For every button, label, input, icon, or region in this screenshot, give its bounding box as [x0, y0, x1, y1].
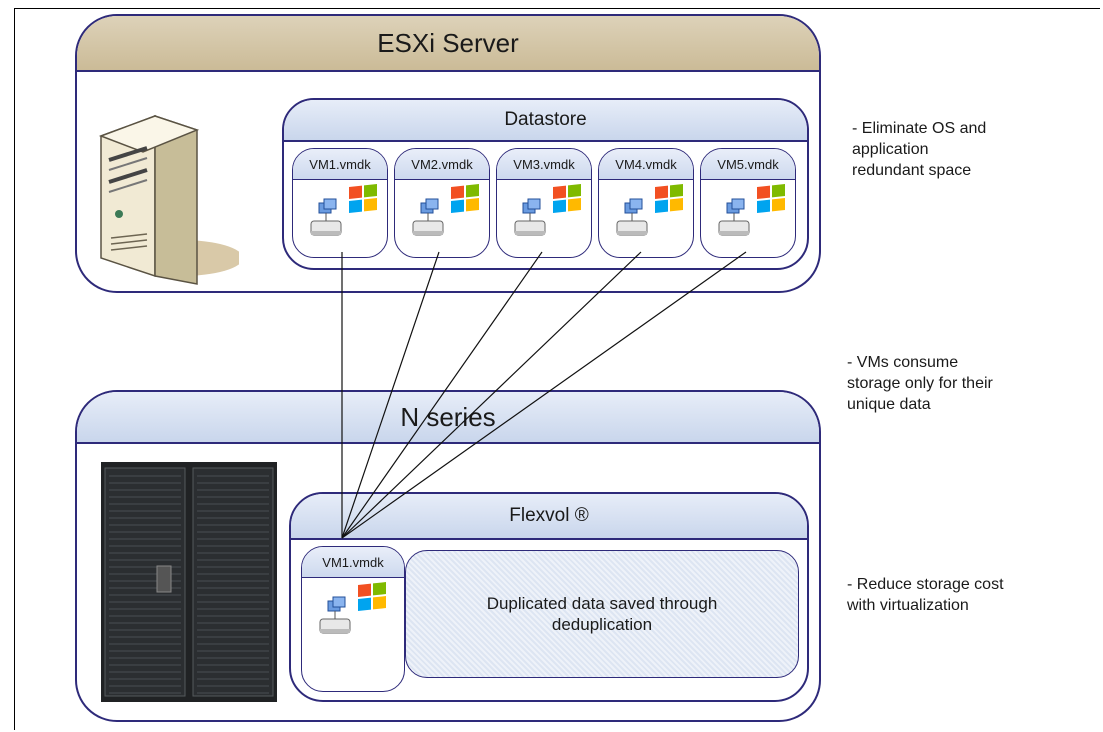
note1-line2: application — [852, 141, 929, 158]
flexvol-vm-label: VM1.vmdk — [302, 547, 404, 578]
datastore-header: Datastore — [284, 100, 807, 142]
dedup-text: Duplicated data saved through deduplicat… — [486, 594, 718, 634]
note2-line1: - VMs consume — [847, 354, 959, 371]
windows-logo-icon — [349, 184, 377, 213]
dedup-box: Duplicated data saved through deduplicat… — [405, 550, 799, 678]
note1-line3: redundant space — [852, 162, 972, 179]
note-reduce-storage-cost: - Reduce storage cost with virtualizatio… — [847, 574, 1004, 616]
note2-line3: unique data — [847, 396, 931, 413]
flexvol-vm-icons — [302, 577, 404, 691]
storage-rack-icon — [101, 462, 277, 702]
esxi-server-header: ESXi Server — [77, 16, 819, 72]
vm-disk-icon — [616, 198, 648, 236]
datastore-title: Datastore — [504, 109, 587, 130]
vm-card-2: VM2.vmdk — [394, 148, 490, 258]
note2-line2: storage only for their — [847, 375, 993, 392]
note-eliminate-redundant-space: - Eliminate OS and application redundant… — [852, 118, 986, 181]
vm-card-label: VM4.vmdk — [599, 149, 693, 180]
vm-card-5: VM5.vmdk — [700, 148, 796, 258]
vm-card-label: VM2.vmdk — [395, 149, 489, 180]
note3-line2: with virtualization — [847, 597, 969, 614]
flexvol-title: Flexvol ® — [509, 505, 589, 526]
vm-card-icons — [293, 179, 387, 257]
vm-card-label: VM5.vmdk — [701, 149, 795, 180]
note3-line1: - Reduce storage cost — [847, 576, 1004, 593]
vm-card-icons — [497, 179, 591, 257]
vm-card-icons — [395, 179, 489, 257]
windows-logo-icon — [451, 184, 479, 213]
vm-disk-icon — [718, 198, 750, 236]
diagram-frame — [14, 8, 1100, 730]
vm-card-label: VM1.vmdk — [293, 149, 387, 180]
flexvol-header: Flexvol ® — [291, 494, 807, 540]
windows-logo-icon — [553, 184, 581, 213]
datastore-panel: Datastore VM1.vmdk VM2.vmdk VM3.vmdk VM4.vm… — [282, 98, 809, 270]
vm-card-4: VM4.vmdk — [598, 148, 694, 258]
server-tower-icon — [98, 114, 239, 285]
vm-disk-icon — [310, 198, 342, 236]
flexvol-vm-card: VM1.vmdk — [301, 546, 405, 692]
n-series-panel: N series Flexvol ® VM1.vmdk Duplicated d… — [75, 390, 821, 722]
vm-card-label: VM3.vmdk — [497, 149, 591, 180]
vm-card-1: VM1.vmdk — [292, 148, 388, 258]
vm-card-icons — [701, 179, 795, 257]
n-series-header: N series — [77, 392, 819, 444]
vm-disk-icon — [514, 198, 546, 236]
windows-logo-icon — [655, 184, 683, 213]
vm-disk-icon — [319, 596, 351, 634]
vm-disk-icon — [412, 198, 444, 236]
vm-card-icons — [599, 179, 693, 257]
note1-line1: - Eliminate OS and — [852, 120, 987, 137]
n-series-title: N series — [400, 401, 496, 432]
note-unique-data: - VMs consume storage only for their uni… — [847, 352, 993, 415]
esxi-server-panel: ESXi Server Datastore VM1.vmdk VM2.vmdk VM… — [75, 14, 821, 293]
vm-card-3: VM3.vmdk — [496, 148, 592, 258]
windows-logo-icon — [358, 582, 386, 611]
esxi-server-title: ESXi Server — [377, 27, 519, 58]
flexvol-panel: Flexvol ® VM1.vmdk Duplicated data saved… — [289, 492, 809, 702]
windows-logo-icon — [757, 184, 785, 213]
